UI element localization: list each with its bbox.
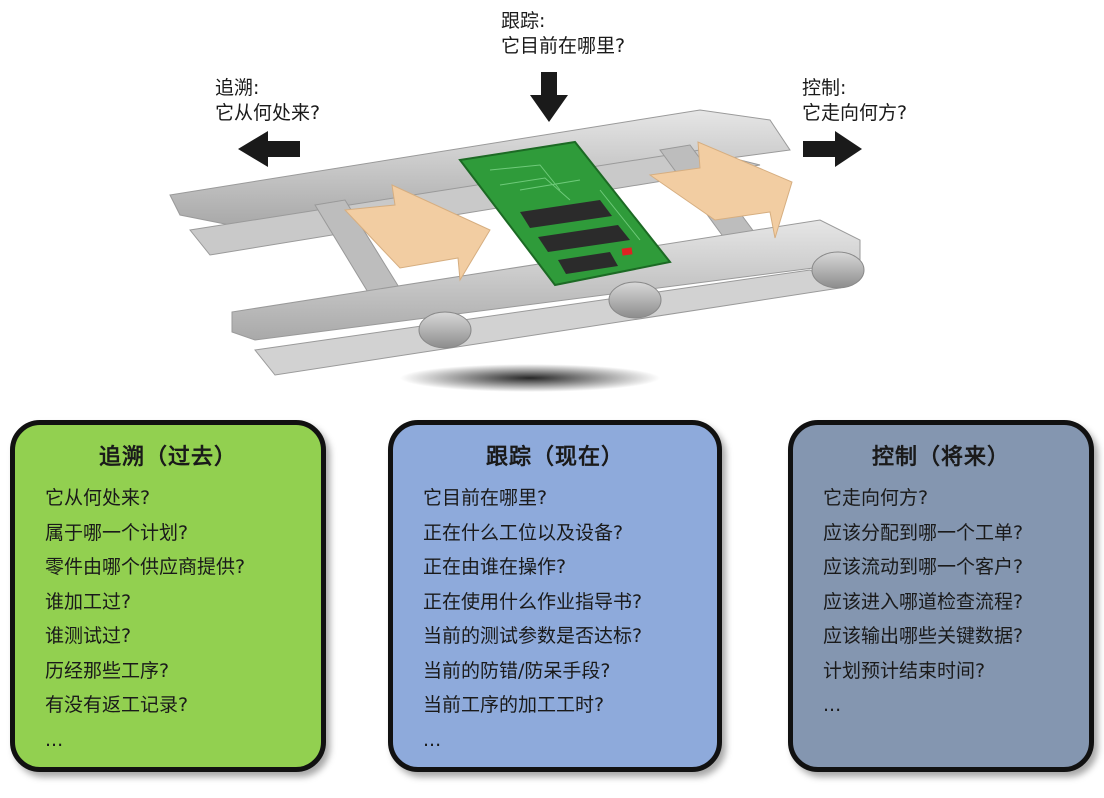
floor-shadow <box>400 364 660 392</box>
trace-label-title: 追溯: <box>215 77 260 99</box>
card-future-title: 控制（将来） <box>871 445 1010 470</box>
arrow-down-icon <box>530 72 568 122</box>
pcb-traces <box>489 164 641 241</box>
pcb-led <box>621 247 633 256</box>
pcb-chip-2 <box>538 225 630 252</box>
list-item: 应该流动到哪一个客户? <box>823 556 1024 578</box>
arrow-left-icon <box>238 131 300 167</box>
trace-label: 追溯: 它从何处来? <box>215 76 320 126</box>
list-item: 有没有返工记录? <box>45 694 189 716</box>
list-item: ... <box>823 694 842 716</box>
card-past: 追溯（过去） 它从何处来? 属于哪一个计划? 零件由哪个供应商提供? 谁加工过?… <box>10 420 326 772</box>
card-past-title: 追溯（过去） <box>98 445 237 470</box>
belt-arrow-right <box>648 141 793 239</box>
roller-left <box>418 311 472 349</box>
card-future: 控制（将来） 它走向何方? 应该分配到哪一个工单? 应该流动到哪一个客户? 应该… <box>788 420 1094 772</box>
list-item: ... <box>45 728 64 751</box>
card-present-title: 跟踪（现在） <box>485 445 624 470</box>
list-item: 计划预计结束时间? <box>823 659 986 682</box>
list-item: 应该输出哪些关键数据? <box>823 625 1024 647</box>
list-item: 正在由谁在操作? <box>423 556 567 578</box>
list-item: 属于哪一个计划? <box>45 521 189 544</box>
track-label-title: 跟踪: <box>501 10 546 32</box>
card-past-list: 它从何处来? 属于哪一个计划? 零件由哪个供应商提供? 谁加工过? 谁测试过? … <box>45 481 321 757</box>
list-item: 应该进入哪道检查流程? <box>823 590 1024 613</box>
roller-middle <box>608 281 662 319</box>
conveyor-illustration <box>169 72 865 392</box>
list-item: 它目前在哪里? <box>423 487 548 509</box>
list-item: 它走向何方? <box>823 487 929 509</box>
card-present-list: 它目前在哪里? 正在什么工位以及设备? 正在由谁在操作? 正在使用什么作业指导书… <box>423 481 717 757</box>
control-label: 控制: 它走向何方? <box>802 76 907 126</box>
list-item: 当前的测试参数是否达标? <box>423 625 643 647</box>
belt-arrow-left <box>343 184 491 282</box>
pcb-chip-3 <box>558 252 618 274</box>
list-item: 当前工序的加工工时? <box>423 694 605 716</box>
pcb-chip-1 <box>520 200 612 228</box>
list-item: 它从何处来? <box>45 487 151 509</box>
list-item: 零件由哪个供应商提供? <box>45 556 246 578</box>
list-item: 正在什么工位以及设备? <box>423 521 624 544</box>
card-future-list: 它走向何方? 应该分配到哪一个工单? 应该流动到哪一个客户? 应该进入哪道检查流… <box>823 481 1089 723</box>
list-item: 谁测试过? <box>45 625 132 647</box>
control-label-question: 它走向何方? <box>802 102 908 124</box>
trace-label-question: 它从何处来? <box>215 102 321 124</box>
list-item: 应该分配到哪一个工单? <box>823 521 1024 544</box>
list-item: 谁加工过? <box>45 590 132 613</box>
track-label-question: 它目前在哪里? <box>501 35 626 57</box>
roller-right <box>811 251 865 289</box>
list-item: ... <box>423 728 442 751</box>
list-item: 当前的防错/防呆手段? <box>423 659 611 682</box>
track-label: 跟踪: 它目前在哪里? <box>501 9 625 59</box>
control-label-title: 控制: <box>802 77 847 99</box>
card-present: 跟踪（现在） 它目前在哪里? 正在什么工位以及设备? 正在由谁在操作? 正在使用… <box>388 420 722 772</box>
list-item: 正在使用什么作业指导书? <box>423 590 643 613</box>
arrow-right-icon <box>803 131 862 167</box>
list-item: 历经那些工序? <box>45 659 170 682</box>
